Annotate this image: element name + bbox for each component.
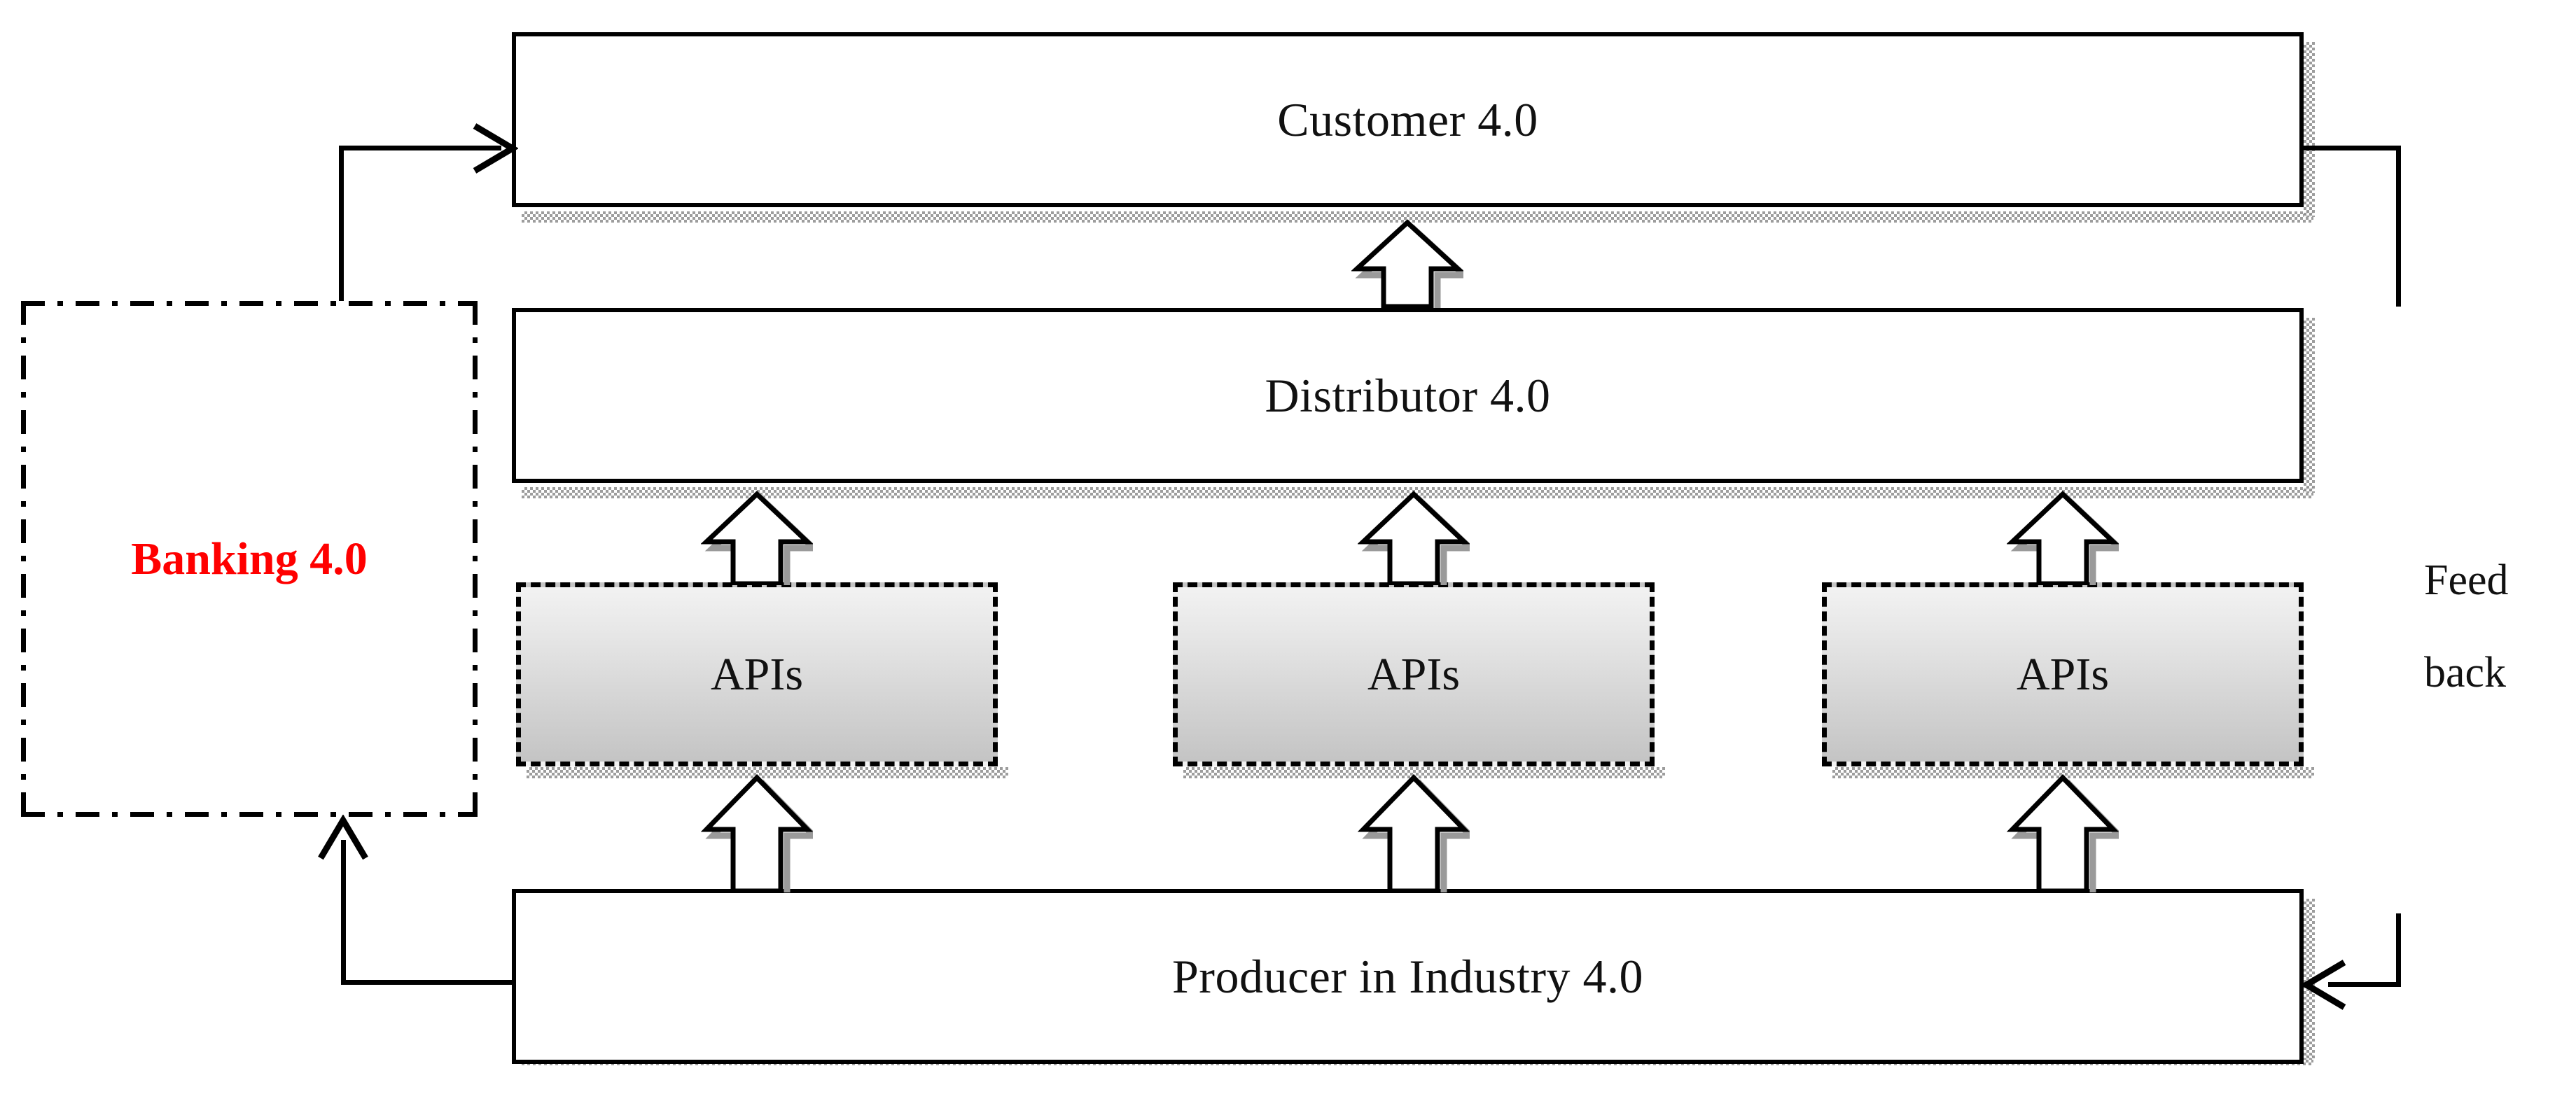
node-api-3[interactable]: APIs: [1822, 582, 2304, 766]
node-api-2[interactable]: APIs: [1173, 582, 1655, 766]
customer-box-shadow-right: [2304, 42, 2315, 217]
banking-border-top: [21, 301, 478, 306]
distributor-label: Distributor 4.0: [1265, 369, 1551, 422]
node-customer[interactable]: Customer 4.0: [512, 32, 2304, 207]
api-label-3: APIs: [2016, 648, 2110, 700]
api-box-1-shadow: [527, 767, 1008, 778]
customer-label: Customer 4.0: [1277, 93, 1538, 146]
producer-box-shadow-right: [2304, 899, 2315, 1060]
edge-feedback-upper-vertical: [2396, 146, 2401, 307]
block-arrow-producer-to-api-1: [701, 773, 813, 892]
block-arrow-api-3-to-distributor: [2007, 490, 2119, 585]
block-arrow-producer-to-api-2: [1358, 773, 1470, 892]
api-box-2-shadow: [1183, 767, 1665, 778]
arrowhead-feedback-to-producer: [2301, 957, 2357, 1013]
feedback-label-feed: Feed: [2424, 556, 2509, 604]
edge-feedback-lower-vertical: [2396, 913, 2401, 987]
feedback-caption-line-2: back: [2424, 645, 2506, 701]
block-arrow-api-2-to-distributor: [1358, 490, 1470, 585]
api-label-1: APIs: [710, 648, 804, 700]
distributor-box-shadow-right: [2304, 318, 2315, 493]
feedback-caption-line-1: Feed: [2424, 553, 2509, 608]
api-box-3-shadow: [1832, 767, 2314, 778]
banking-border-right: [473, 301, 478, 817]
edge-producer-to-banking-vertical: [341, 840, 346, 984]
node-api-1[interactable]: APIs: [516, 582, 998, 766]
edge-feedback-top-horizontal: [2299, 146, 2401, 150]
arrowhead-producer-to-banking: [315, 815, 371, 871]
edge-banking-to-customer-vertical: [339, 146, 344, 301]
edge-feedback-bottom-horizontal: [2328, 982, 2401, 987]
banking-label: Banking 4.0: [131, 533, 368, 584]
block-arrow-distributor-to-customer: [1351, 218, 1463, 308]
arrowhead-banking-to-customer: [462, 120, 518, 176]
node-banking[interactable]: Banking 4.0: [21, 301, 478, 817]
api-label-2: APIs: [1367, 648, 1461, 700]
producer-label: Producer in Industry 4.0: [1171, 950, 1643, 1003]
node-producer[interactable]: Producer in Industry 4.0: [512, 889, 2304, 1064]
distributor-box-shadow: [522, 487, 2313, 498]
banking-border-left: [21, 301, 26, 817]
customer-box-shadow: [522, 211, 2313, 223]
feedback-label-back: back: [2424, 649, 2507, 696]
node-distributor[interactable]: Distributor 4.0: [512, 308, 2304, 483]
block-arrow-producer-to-api-3: [2007, 773, 2119, 892]
block-arrow-api-1-to-distributor: [701, 490, 813, 585]
banking-border-bottom: [21, 812, 478, 817]
edge-producer-to-banking-horizontal: [341, 980, 516, 985]
edge-banking-to-customer-horizontal: [339, 146, 501, 150]
